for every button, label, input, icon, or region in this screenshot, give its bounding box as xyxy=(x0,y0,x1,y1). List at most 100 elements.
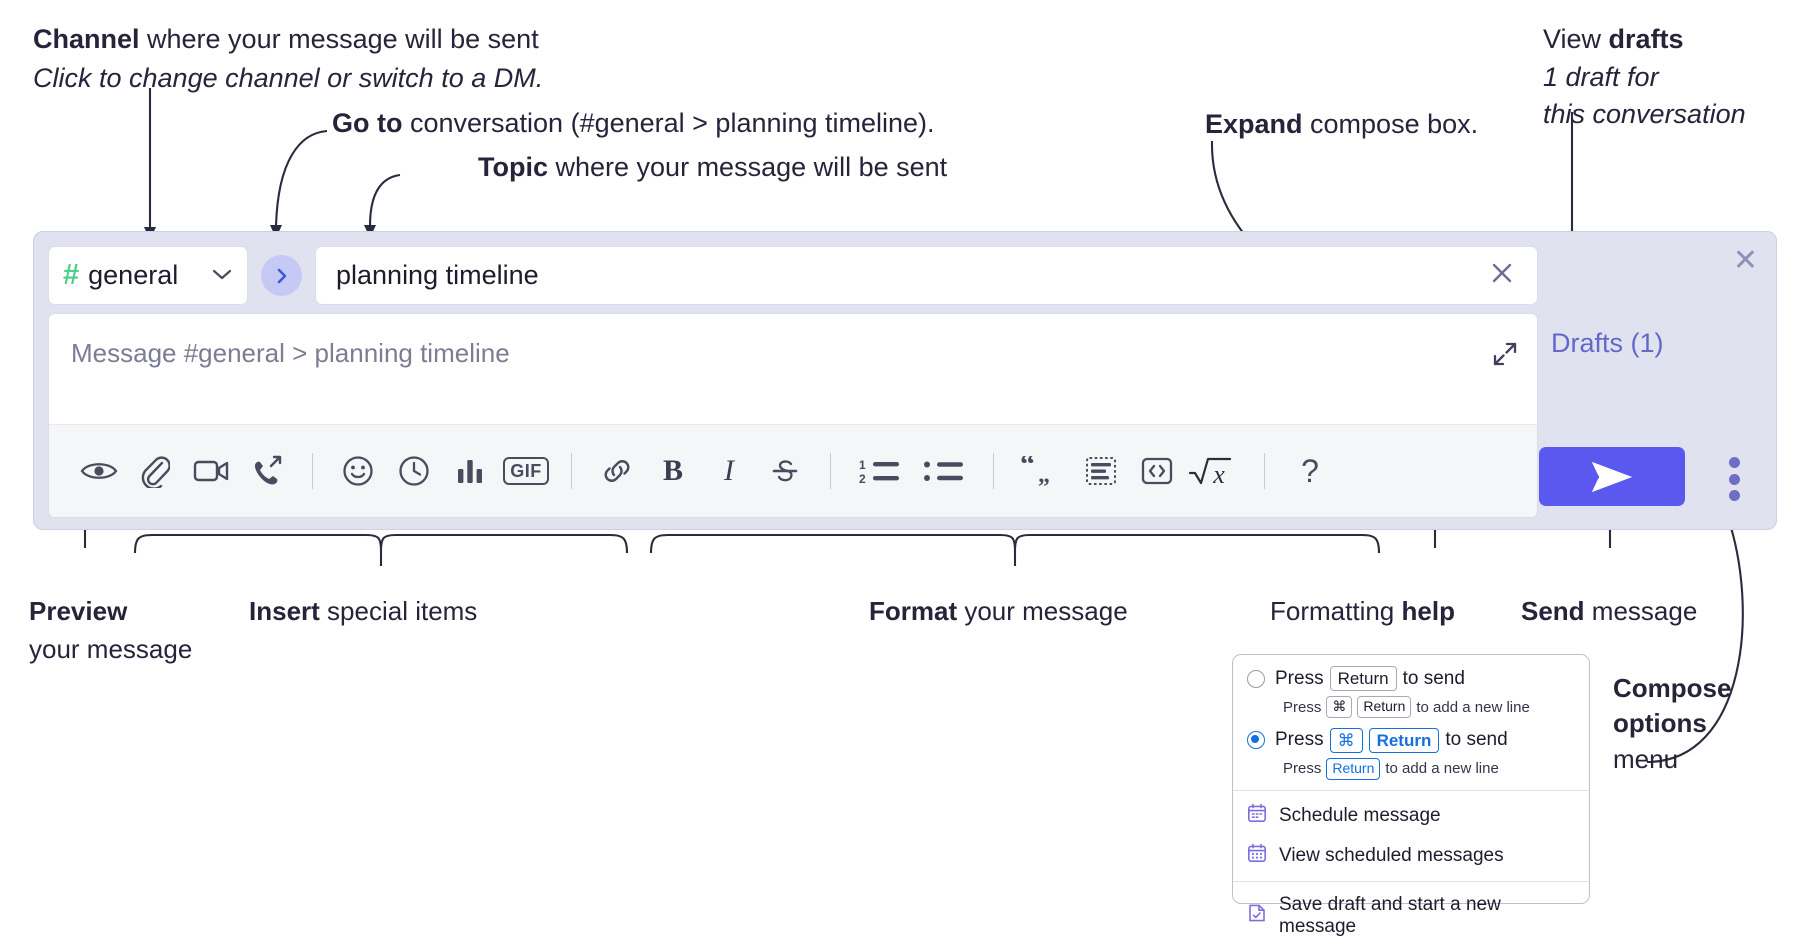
annotation-expand-rest: compose box. xyxy=(1302,109,1479,139)
emoji-icon[interactable] xyxy=(330,443,386,499)
bold-icon[interactable]: B xyxy=(662,454,683,487)
topic-input[interactable]: planning timeline xyxy=(315,246,1538,305)
menu-item-view-scheduled[interactable]: View scheduled messages xyxy=(1233,836,1589,876)
menu-divider xyxy=(1233,789,1589,791)
send-option-return-sub: Press ⌘ Return to add a new line xyxy=(1233,693,1589,721)
key-command: ⌘ xyxy=(1326,696,1353,718)
annotation-help-bold: help xyxy=(1401,596,1455,626)
svg-text:2: 2 xyxy=(859,472,866,486)
menu-divider xyxy=(1233,880,1589,882)
link-icon[interactable] xyxy=(589,443,645,499)
annotation-preview: Preview your message xyxy=(29,595,192,667)
annotation-goto-bold: Go to xyxy=(332,108,403,138)
topic-value: planning timeline xyxy=(336,260,539,290)
send-option-cmd-return[interactable]: Press ⌘ Return to send xyxy=(1233,726,1589,755)
annotation-drafts-pre: View xyxy=(1543,24,1609,54)
help-icon[interactable]: ? xyxy=(1301,452,1319,489)
poll-icon[interactable] xyxy=(442,443,498,499)
annotation-send-bold: Send xyxy=(1521,596,1585,626)
gif-icon[interactable]: GIF xyxy=(498,443,554,499)
attachment-icon[interactable] xyxy=(127,443,183,499)
radio-selected[interactable] xyxy=(1247,731,1265,750)
annotation-help-pre: Formatting xyxy=(1270,596,1402,626)
calendar-clock-icon xyxy=(1247,803,1267,829)
message-input[interactable]: Message #general > planning timeline xyxy=(49,314,1537,425)
annotation-format-rest: your message xyxy=(957,596,1128,626)
math-icon[interactable]: x xyxy=(1185,443,1247,499)
blockquote-icon[interactable]: “„ xyxy=(1011,443,1073,499)
send-option-cmd-return-label: Press ⌘ Return to send xyxy=(1275,727,1508,753)
svg-text:„: „ xyxy=(1038,462,1050,486)
key-return: Return xyxy=(1326,758,1381,780)
clear-topic-icon[interactable] xyxy=(1483,258,1521,294)
channel-selector[interactable]: # general xyxy=(48,246,248,305)
annotation-insert-rest: special items xyxy=(319,596,478,626)
compose-options-button[interactable] xyxy=(1723,457,1745,501)
menu-item-schedule-message[interactable]: Schedule message xyxy=(1233,796,1589,836)
message-box: Message #general > planning timeline xyxy=(48,313,1538,518)
preview-icon[interactable] xyxy=(71,443,127,499)
strikethrough-icon[interactable] xyxy=(757,443,813,499)
send-button[interactable] xyxy=(1539,447,1685,506)
save-draft-icon xyxy=(1247,903,1267,929)
send-option-return-label: Press Return to send xyxy=(1275,666,1465,692)
opt0-post: to send xyxy=(1402,667,1465,689)
opt0-pre: Press xyxy=(1275,667,1324,689)
menu-item-label: Schedule message xyxy=(1279,804,1441,826)
radio-unselected[interactable] xyxy=(1247,669,1265,688)
opt1-post: to send xyxy=(1445,729,1508,751)
annotation-format: Format your message xyxy=(869,595,1128,628)
expand-compose-icon[interactable] xyxy=(1491,340,1519,368)
bulleted-list-icon[interactable] xyxy=(912,443,976,499)
send-preference-section: Press Return to send Press ⌘ Return to a… xyxy=(1233,655,1589,790)
toolbar-divider xyxy=(830,453,831,489)
formatting-toolbar: GIF B I xyxy=(49,424,1537,517)
compose-widget: ✕ # general planning timeline xyxy=(33,231,1777,530)
annotation-topic-rest: where your message will be sent xyxy=(548,152,948,182)
compose-inner: # general planning timeline xyxy=(48,246,1538,518)
calendar-grid-icon xyxy=(1247,843,1267,869)
annotation-compose-options: Compose options menu xyxy=(1613,672,1731,776)
menu-item-save-draft[interactable]: Save draft and start a new message xyxy=(1233,887,1589,944)
send-option-cmd-return-sub: Press Return to add a new line xyxy=(1233,755,1589,783)
audio-clip-icon[interactable] xyxy=(239,443,295,499)
opt1-sub-post: to add a new line xyxy=(1385,760,1499,778)
close-icon[interactable]: ✕ xyxy=(1732,244,1758,277)
kebab-dot xyxy=(1728,457,1740,468)
key-return: Return xyxy=(1368,727,1440,753)
clock-icon[interactable] xyxy=(386,443,442,499)
annotation-compose-options-bold1: Compose xyxy=(1613,673,1732,703)
annotation-drafts: View drafts 1 draft for this conversatio… xyxy=(1543,22,1746,132)
annotation-channel: Channel where your message will be sent … xyxy=(33,22,543,95)
annotation-goto: Go to conversation (#general > planning … xyxy=(332,106,935,141)
annotation-insert-bold: Insert xyxy=(249,596,320,626)
video-clip-icon[interactable] xyxy=(183,443,239,499)
channel-name: general xyxy=(88,260,179,290)
annotation-expand-bold: Expand xyxy=(1205,109,1303,139)
toolbar-divider xyxy=(312,453,313,489)
inline-code-icon[interactable] xyxy=(1129,443,1185,499)
hash-icon: # xyxy=(63,259,80,291)
italic-icon[interactable]: I xyxy=(724,454,734,487)
drafts-link[interactable]: Drafts (1) xyxy=(1551,328,1664,358)
annotation-topic: Topic where your message will be sent xyxy=(478,150,947,185)
annotation-preview-bold: Preview xyxy=(29,596,128,626)
send-option-return[interactable]: Press Return to send xyxy=(1233,664,1589,693)
opt0-sub-pre: Press xyxy=(1283,698,1322,716)
go-to-conversation-button[interactable] xyxy=(261,255,302,296)
annotation-send: Send message xyxy=(1521,595,1697,628)
code-block-icon[interactable] xyxy=(1073,443,1129,499)
annotation-preview-sub: your message xyxy=(29,634,193,665)
schedule-section: Schedule message View scheduled messages xyxy=(1233,791,1589,881)
draft-section: Save draft and start a new message xyxy=(1233,882,1589,944)
annotation-format-bold: Format xyxy=(869,596,958,626)
chevron-down-icon xyxy=(211,266,233,286)
key-command: ⌘ xyxy=(1329,727,1363,753)
toolbar-divider xyxy=(1264,453,1265,489)
annotation-drafts-bold: drafts xyxy=(1608,24,1684,54)
annotation-channel-rest: where your message will be sent xyxy=(139,24,539,54)
annotation-compose-options-rest: menu xyxy=(1613,743,1679,774)
toolbar-divider xyxy=(571,453,572,489)
annotation-drafts-sub2: this conversation xyxy=(1543,99,1746,130)
